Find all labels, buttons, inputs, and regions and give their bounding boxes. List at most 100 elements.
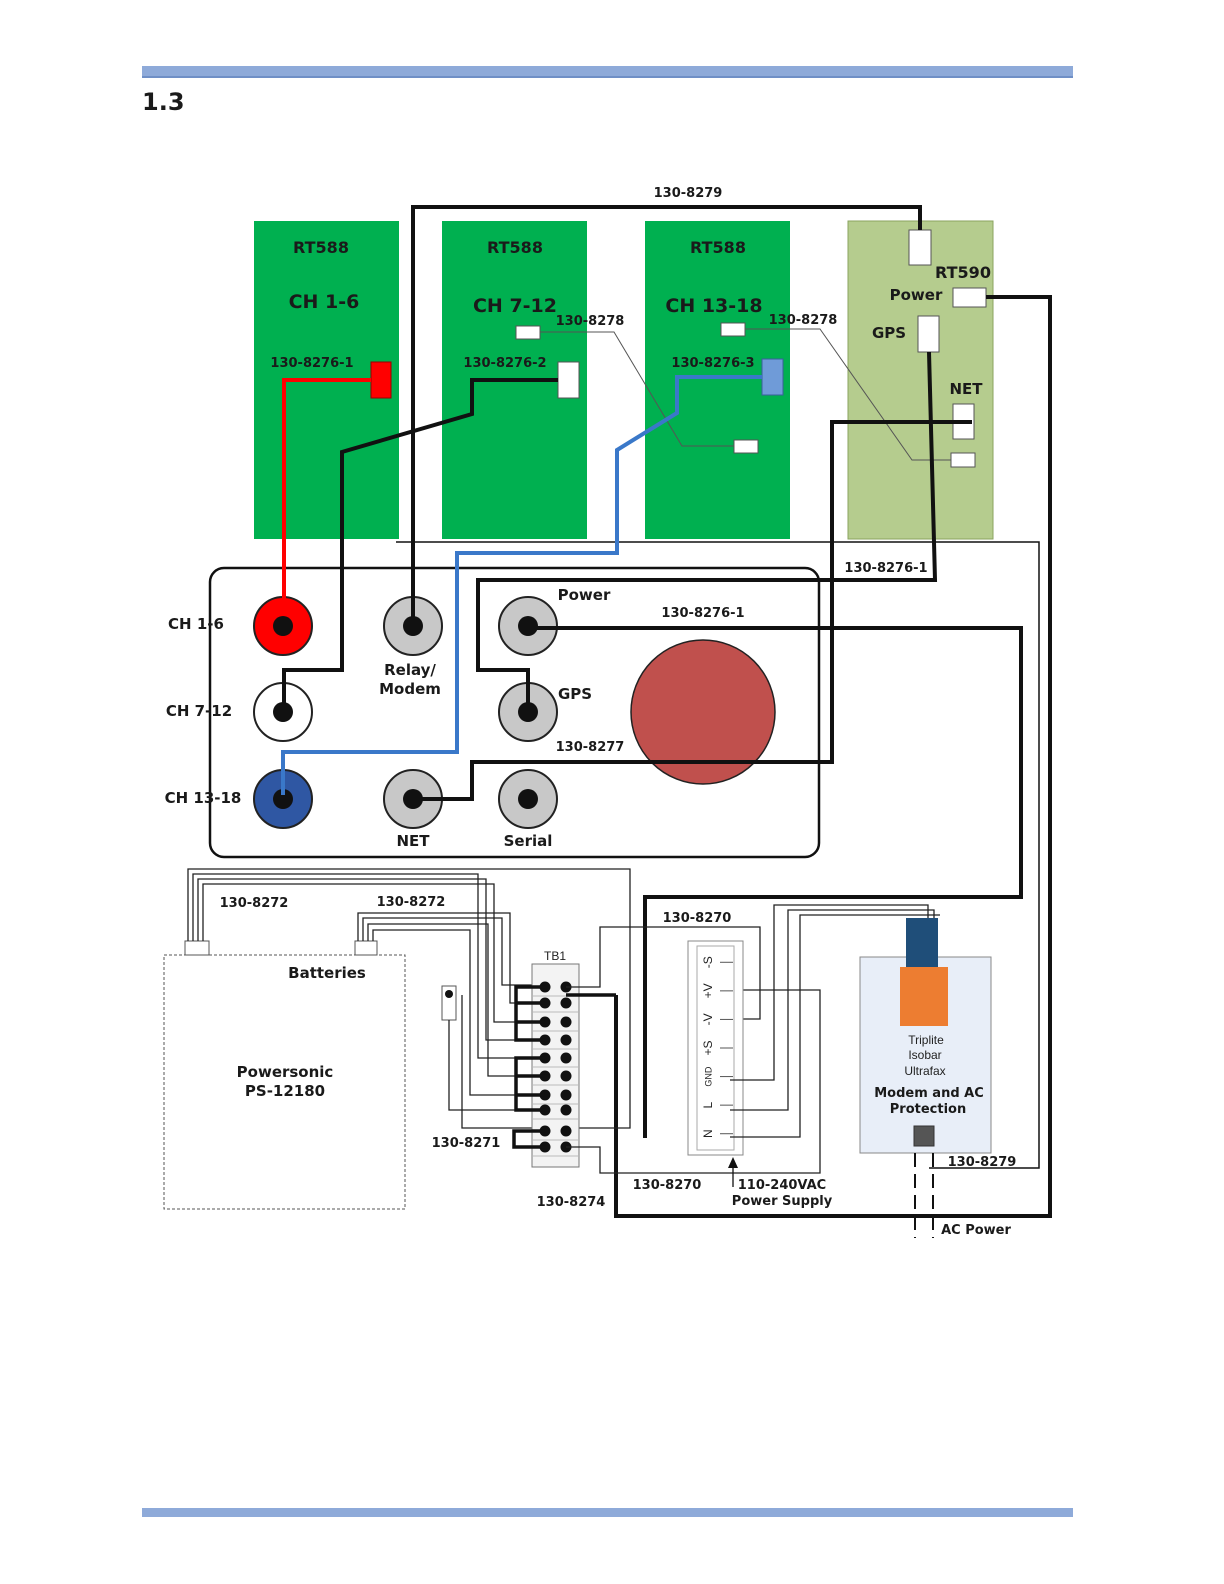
- psu-body: [687, 940, 744, 1156]
- wire-tb-to-psu: [566, 926, 821, 1174]
- psu-terminal-label: +S: [701, 1040, 715, 1055]
- tb1-body: [531, 963, 580, 1168]
- enclosure-wire: [396, 541, 1040, 1169]
- wire-net: [413, 420, 972, 801]
- wire-battery-left-bundle: [187, 868, 631, 1129]
- label-relay-1: Relay/: [384, 661, 436, 679]
- rt590-power-connector: [952, 287, 987, 308]
- tb1-screw: [560, 1016, 572, 1028]
- label-gps: GPS: [558, 685, 592, 703]
- label-relay-2: Modem: [379, 680, 441, 698]
- battery-model-2: PS-12180: [245, 1082, 325, 1100]
- board-3-connector: [761, 358, 784, 396]
- psu-terminal-strip: [696, 945, 735, 1151]
- modem-line-2: Isobar: [908, 1048, 941, 1062]
- board-2-connector: [557, 361, 580, 399]
- psu-terminal-label: +V: [701, 983, 715, 998]
- psu-terminal-label: GND: [703, 1066, 713, 1087]
- wire-rt590-power: [614, 295, 1052, 1218]
- link-wire-2-3: [540, 331, 734, 447]
- cable-psu-bottom-label: 130-8270: [633, 1178, 702, 1193]
- ac-power-label: AC Power: [941, 1223, 1011, 1238]
- label-power: Power: [558, 586, 611, 604]
- psu-terminal-label: N: [701, 1129, 715, 1138]
- modem-line-5: Protection: [890, 1102, 966, 1117]
- modem-body: [900, 967, 948, 1026]
- tb1-screw: [560, 1034, 572, 1046]
- battery-right-terminal: [354, 940, 378, 956]
- tb1-name: TB1: [544, 949, 566, 963]
- rt590-net-label: NET: [949, 380, 983, 398]
- board-3-link-connector: [720, 322, 746, 337]
- psu-arrow-head: [728, 1157, 738, 1168]
- modem-line-3: Ultrafax: [904, 1064, 945, 1078]
- section-number: 1.3: [142, 88, 185, 116]
- wire-ch7-12: [282, 378, 558, 710]
- tb1-screw: [560, 1104, 572, 1116]
- wire-battery-right-bundle: [357, 912, 540, 1096]
- footer-rule: [142, 1508, 1073, 1517]
- wire-fuse: [448, 1020, 540, 1111]
- rt590-board: [847, 220, 994, 540]
- modem-plug: [906, 918, 938, 967]
- wire-power: [528, 626, 1023, 1138]
- modem-ac-inlet: [913, 1125, 935, 1147]
- label-net: NET: [396, 832, 430, 850]
- modem-line-1: Triplite: [908, 1033, 944, 1047]
- tb1-jumpers: [512, 985, 616, 1149]
- cable-tb-bottom-label: 130-8274: [537, 1195, 606, 1210]
- front-panel: [208, 566, 821, 859]
- rt590-link-connector: [950, 452, 976, 468]
- psu-label-2: Power Supply: [732, 1194, 833, 1209]
- battery-box: [163, 954, 406, 1210]
- rt590-gps-connector: [917, 315, 940, 353]
- label-ch1-6: CH 1-6: [168, 615, 224, 633]
- board-3-channels: CH 13-18: [665, 295, 762, 317]
- tb1-screw: [560, 1070, 572, 1082]
- cable-panel-power-label: 130-8276-1: [661, 606, 744, 621]
- cable-tb-lower-label: 130-8271: [432, 1136, 501, 1151]
- panel-jack-serial[interactable]: [498, 769, 558, 829]
- tb1-screw: [560, 997, 572, 1009]
- board-3-link-in-connector: [733, 439, 759, 454]
- rt590-power-label: Power: [890, 286, 943, 304]
- cable-ac-modem-label: 130-8279: [948, 1155, 1017, 1170]
- tb1-screw: [560, 1052, 572, 1064]
- board-1-cable: 130-8276-1: [270, 356, 353, 371]
- rt590-model: RT590: [935, 263, 991, 282]
- cable-rt590-power-label: 130-8276-1: [844, 561, 927, 576]
- wire-gps: [476, 351, 938, 712]
- cable-battery-right-label: 130-8272: [377, 895, 446, 910]
- board-2-cable: 130-8276-2: [463, 356, 546, 371]
- header-rule: [142, 66, 1073, 78]
- tb1-screw: [560, 1125, 572, 1137]
- psu-terminal-label: -V: [701, 1013, 715, 1025]
- board-2-model: RT588: [487, 238, 543, 257]
- panel-large-circle: [630, 639, 776, 785]
- battery-model-1: Powersonic: [237, 1063, 334, 1081]
- cable-top-label: 130-8279: [654, 186, 723, 201]
- board-2-link-connector: [515, 325, 541, 340]
- wire-relay-top: [411, 205, 922, 626]
- psu-label-1: 110-240VAC: [738, 1178, 826, 1193]
- wire-fuse-2: [461, 995, 540, 1129]
- psu-terminal-label: -S: [701, 956, 715, 968]
- battery-left-terminal: [184, 940, 210, 956]
- panel-jack-ch1-6[interactable]: [253, 596, 313, 656]
- cable-psu-top-label: 130-8270: [663, 911, 732, 926]
- tb1-terminals: [533, 981, 578, 1157]
- rt590-top-connector: [908, 229, 932, 266]
- modem-line-4: Modem and AC: [874, 1086, 984, 1101]
- label-ch13-18: CH 13-18: [165, 789, 242, 807]
- label-ch7-12: CH 7-12: [166, 702, 232, 720]
- cable-gps-label: 130-8277: [556, 740, 625, 755]
- rt590-gps-label: GPS: [872, 324, 906, 342]
- fuse-head: [445, 990, 453, 998]
- battery-title: Batteries: [288, 964, 366, 982]
- label-serial: Serial: [504, 832, 553, 850]
- board-2-channels: CH 7-12: [473, 295, 557, 317]
- board-2-link-cable: 130-8278: [556, 314, 625, 329]
- wire-ch1-6: [282, 378, 371, 614]
